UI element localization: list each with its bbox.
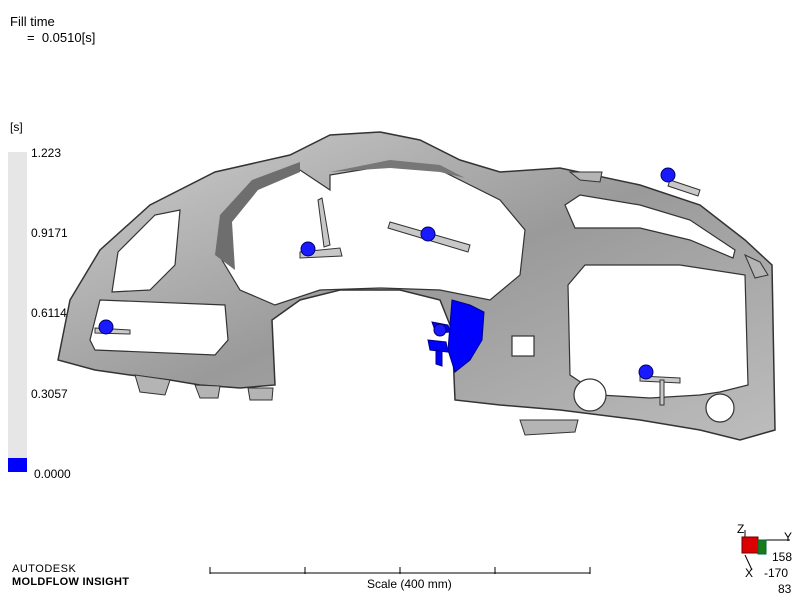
legend-tick-4: 0.3057 — [31, 387, 68, 401]
gate-marker — [300, 241, 316, 257]
result-title: Fill time — [10, 14, 55, 29]
legend-filled-segment — [8, 458, 27, 472]
runner-arm — [659, 379, 665, 406]
cluster-opening — [221, 164, 526, 306]
result-value: = 0.0510[s] — [27, 30, 96, 45]
round-vent-left — [573, 378, 607, 412]
brand-moldflow: MOLDFLOW INSIGHT — [12, 576, 130, 588]
legend-tick-max: 1.223 — [31, 146, 62, 160]
runner-arm — [667, 179, 701, 197]
mount-tab — [519, 419, 579, 436]
mount-tab — [744, 253, 769, 279]
mount-tab — [247, 387, 274, 401]
cluster-top-shadow — [330, 160, 465, 178]
gate-marker — [420, 226, 436, 242]
legend-color-bar — [8, 152, 27, 458]
gate-marker — [98, 319, 114, 335]
gate-marker — [433, 323, 447, 337]
legend-tick-min: 0.0000 — [34, 467, 71, 481]
left-vent-opening — [111, 209, 181, 293]
triad-x-label: X — [745, 566, 754, 580]
brand-autodesk: AUTODESK — [12, 563, 77, 575]
legend-tick-2: 0.9171 — [31, 226, 68, 240]
legend-unit: [s] — [10, 120, 23, 134]
legend-tick-3: 0.6114 — [31, 306, 67, 320]
filled-region — [447, 299, 485, 373]
right-vent-opening — [564, 194, 736, 259]
left-lower-opening — [89, 299, 229, 356]
gate-marker — [660, 167, 676, 183]
triad-value-2: -170 — [764, 566, 789, 580]
gate-marker — [638, 364, 654, 380]
triad-value-3: 83 — [778, 582, 792, 596]
scale-label: Scale (400 mm) — [367, 577, 452, 591]
scale-bar — [209, 567, 591, 574]
center-small-opening — [511, 335, 535, 357]
mount-tab — [568, 171, 603, 183]
cluster-hood-shadow — [215, 162, 300, 270]
orientation-triad[interactable] — [741, 530, 790, 571]
triad-z-label: Z — [737, 522, 745, 536]
runner-arm — [317, 197, 331, 248]
triad-value-1: 158 — [772, 550, 793, 564]
mount-tab — [134, 374, 171, 396]
round-vent-right — [705, 393, 735, 423]
triad-y-label: Y — [784, 530, 793, 544]
mount-tab — [194, 384, 221, 399]
